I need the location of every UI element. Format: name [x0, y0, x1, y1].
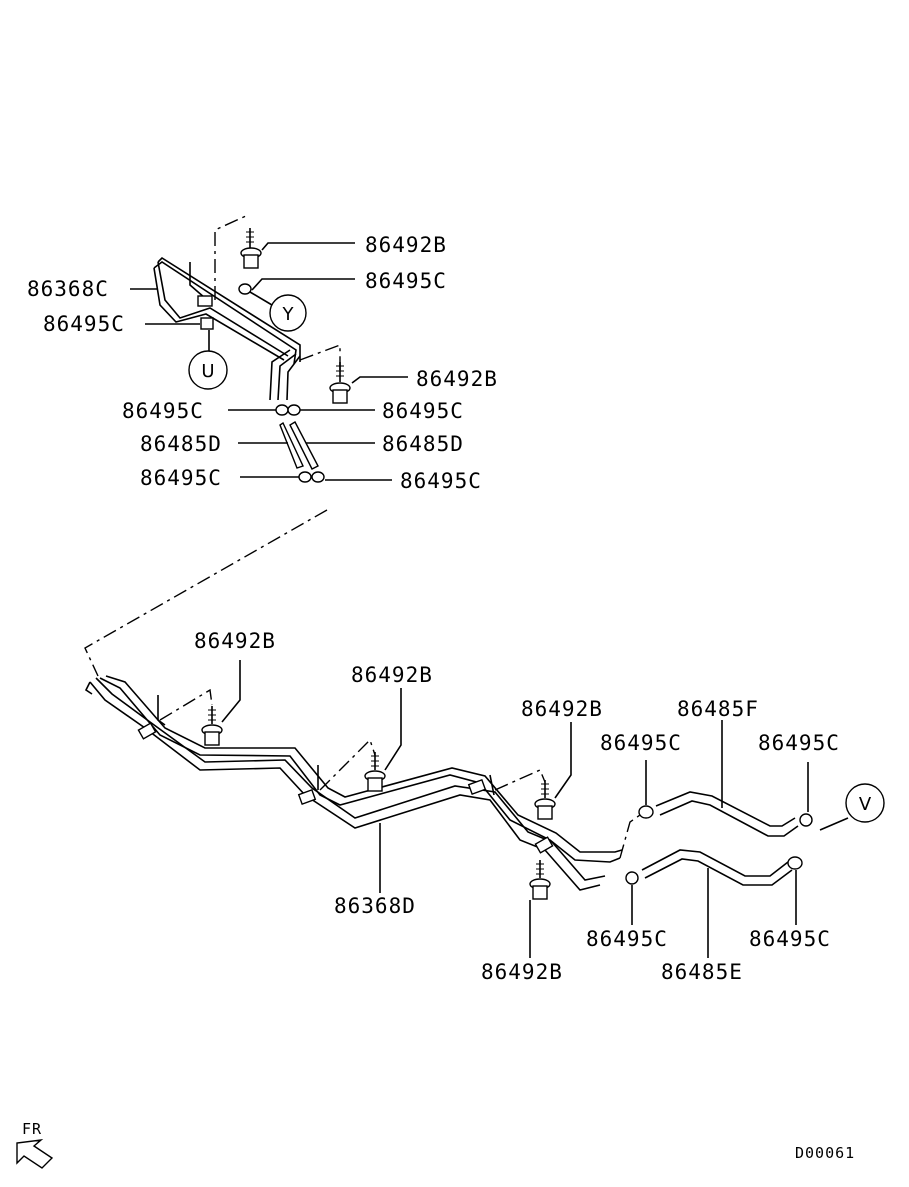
front-direction-indicator: FR [16, 1120, 54, 1169]
label-mid-clip-left-2: 86495C [140, 466, 222, 490]
lower-pipe-assembly [84, 675, 623, 891]
lower-dash-link-1 [159, 688, 213, 721]
label-low-clip-f-right: 86495C [758, 731, 840, 755]
lower-dash-link-3 [494, 769, 546, 791]
svg-text:V: V [859, 794, 872, 815]
front-label: FR [22, 1120, 42, 1138]
label-mid-clip-right-2: 86495C [400, 469, 482, 493]
bolt-icon [534, 780, 556, 820]
label-top-bolt-a: 86492B [365, 233, 447, 257]
label-low-hose-f: 86485F [677, 697, 759, 721]
leader-lines [130, 242, 849, 958]
upper-dash-link [299, 343, 341, 370]
label-mid-hose-left: 86485D [140, 432, 222, 456]
lower-dash-link-4 [619, 814, 641, 859]
bolt-icon [529, 860, 551, 900]
diagram-code: D00061 [795, 1144, 855, 1162]
label-low-bolt-3: 86492B [521, 697, 603, 721]
label-low-clip-f-left: 86495C [600, 731, 682, 755]
label-top-clip-b: 86495C [43, 312, 125, 336]
label-top-clip-a: 86495C [365, 269, 447, 293]
callout-v: V [845, 783, 885, 823]
label-low-hose-e: 86485E [661, 960, 743, 984]
front-arrow-icon [16, 1139, 54, 1169]
clip-icon [238, 283, 252, 295]
label-low-clip-e-left: 86495C [586, 927, 668, 951]
label-low-clip-e-right: 86495C [749, 927, 831, 951]
clip-icon [200, 317, 214, 330]
label-low-pipe: 86368D [334, 894, 416, 918]
lower-dash-link-2 [319, 738, 376, 791]
label-low-bolt-2: 86492B [351, 663, 433, 687]
hose-f [638, 791, 813, 837]
hose-e [625, 849, 803, 886]
part-labels: 86492B 86495C 86368C 86495C 86492B 86495… [27, 233, 840, 984]
bolt-icon [329, 362, 351, 404]
svg-text:U: U [201, 361, 214, 382]
callout-y: Y [269, 294, 307, 332]
bolt-icon [240, 228, 262, 269]
label-mid-hose-right: 86485D [382, 432, 464, 456]
bolt-icon [364, 752, 386, 792]
connector-dash [84, 509, 328, 677]
label-top-bolt-b: 86492B [416, 367, 498, 391]
label-top-pipe: 86368C [27, 277, 109, 301]
label-low-bolt-4: 86492B [481, 960, 563, 984]
label-mid-clip-left-1: 86495C [122, 399, 204, 423]
label-mid-clip-right-1: 86495C [382, 399, 464, 423]
upper-pipe-assembly [153, 214, 301, 401]
middle-hoses [275, 404, 325, 483]
callout-u: U [188, 350, 228, 390]
bolt-icon [201, 706, 223, 746]
svg-text:Y: Y [282, 304, 295, 325]
label-low-bolt-1: 86492B [194, 629, 276, 653]
